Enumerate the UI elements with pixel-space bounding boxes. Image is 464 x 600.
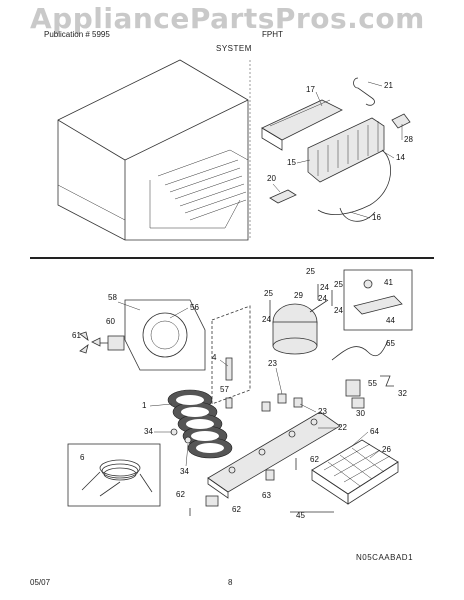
relay-55 <box>345 379 361 397</box>
callout-58: 58 <box>108 293 117 302</box>
callout-30: 30 <box>356 409 365 418</box>
callout-24d: 24 <box>262 315 271 324</box>
clip-21 <box>353 77 375 106</box>
tubing-65 <box>331 339 389 361</box>
callout-62a: 62 <box>176 490 185 499</box>
figure-code: N05CAABAD1 <box>356 553 414 562</box>
panel-4 <box>211 305 251 405</box>
callout-25a: 25 <box>306 267 315 276</box>
part-57 <box>225 397 233 409</box>
callout-44: 44 <box>386 316 395 325</box>
evaporator-cover <box>261 99 343 151</box>
callout-14: 14 <box>396 153 405 162</box>
callout-45: 45 <box>296 511 305 520</box>
overload-30 <box>351 397 365 409</box>
callout-25b: 25 <box>264 289 273 298</box>
callout-65: 65 <box>386 339 395 348</box>
compressor <box>272 299 329 355</box>
footer-date: 05/07 <box>30 578 51 587</box>
section-divider <box>30 257 434 259</box>
model-code: FPHT <box>262 30 283 39</box>
part-32 <box>380 375 394 387</box>
page-number: 8 <box>228 578 233 587</box>
callout-29: 29 <box>294 291 303 300</box>
callout-21: 21 <box>384 81 393 90</box>
wiring-harness-inset <box>67 443 161 507</box>
callout-57: 57 <box>220 385 229 394</box>
part-34b <box>184 436 192 444</box>
callout-41: 41 <box>384 278 393 287</box>
callout-56: 56 <box>190 303 199 312</box>
part-28 <box>391 113 411 129</box>
callout-23b: 23 <box>318 407 327 416</box>
callout-24b: 24 <box>318 294 327 303</box>
drain-pan <box>311 439 399 505</box>
evaporator-coil <box>307 117 385 183</box>
fan-blade <box>79 331 101 354</box>
callout-24a: 24 <box>320 283 329 292</box>
drain-tube <box>339 207 376 222</box>
callout-4: 4 <box>212 353 217 362</box>
bracket-20 <box>269 189 297 204</box>
callout-63: 63 <box>262 491 271 500</box>
callout-24c: 24 <box>334 306 343 315</box>
callout-17: 17 <box>306 85 315 94</box>
defrost-heater-loop <box>317 149 391 215</box>
callout-20: 20 <box>267 174 276 183</box>
publication-number: Publication # 5995 <box>44 30 110 39</box>
callout-61: 61 <box>72 331 81 340</box>
grommets <box>261 393 303 412</box>
callout-16: 16 <box>372 213 381 222</box>
callout-60: 60 <box>106 317 115 326</box>
callout-1: 1 <box>142 401 147 410</box>
part-4 <box>225 357 233 381</box>
callout-6: 6 <box>80 453 85 462</box>
callout-28: 28 <box>404 135 413 144</box>
callout-62b: 62 <box>232 505 241 514</box>
callout-62c: 62 <box>310 455 319 464</box>
condenser-coil <box>167 389 233 459</box>
cabinet-drawing <box>57 59 251 241</box>
part-62b <box>205 495 219 507</box>
fan-shroud <box>124 299 206 371</box>
compressor-base-plate <box>207 411 341 499</box>
callout-55: 55 <box>368 379 377 388</box>
inset-box <box>343 269 413 331</box>
callout-25c: 25 <box>334 280 343 289</box>
callout-34b: 34 <box>180 467 189 476</box>
callout-22: 22 <box>338 423 347 432</box>
leader-lines <box>117 81 403 467</box>
callout-32: 32 <box>398 389 407 398</box>
callout-labels: 17 21 28 14 15 20 16 25 25 25 24 24 24 2… <box>72 81 413 520</box>
section-title: SYSTEM <box>216 44 252 53</box>
callout-26: 26 <box>382 445 391 454</box>
watermark: AppliancePartsPros.com <box>30 2 425 35</box>
callout-64: 64 <box>370 427 379 436</box>
callout-34a: 34 <box>144 427 153 436</box>
part-63 <box>265 469 275 481</box>
callout-15: 15 <box>287 158 296 167</box>
callout-23a: 23 <box>268 359 277 368</box>
